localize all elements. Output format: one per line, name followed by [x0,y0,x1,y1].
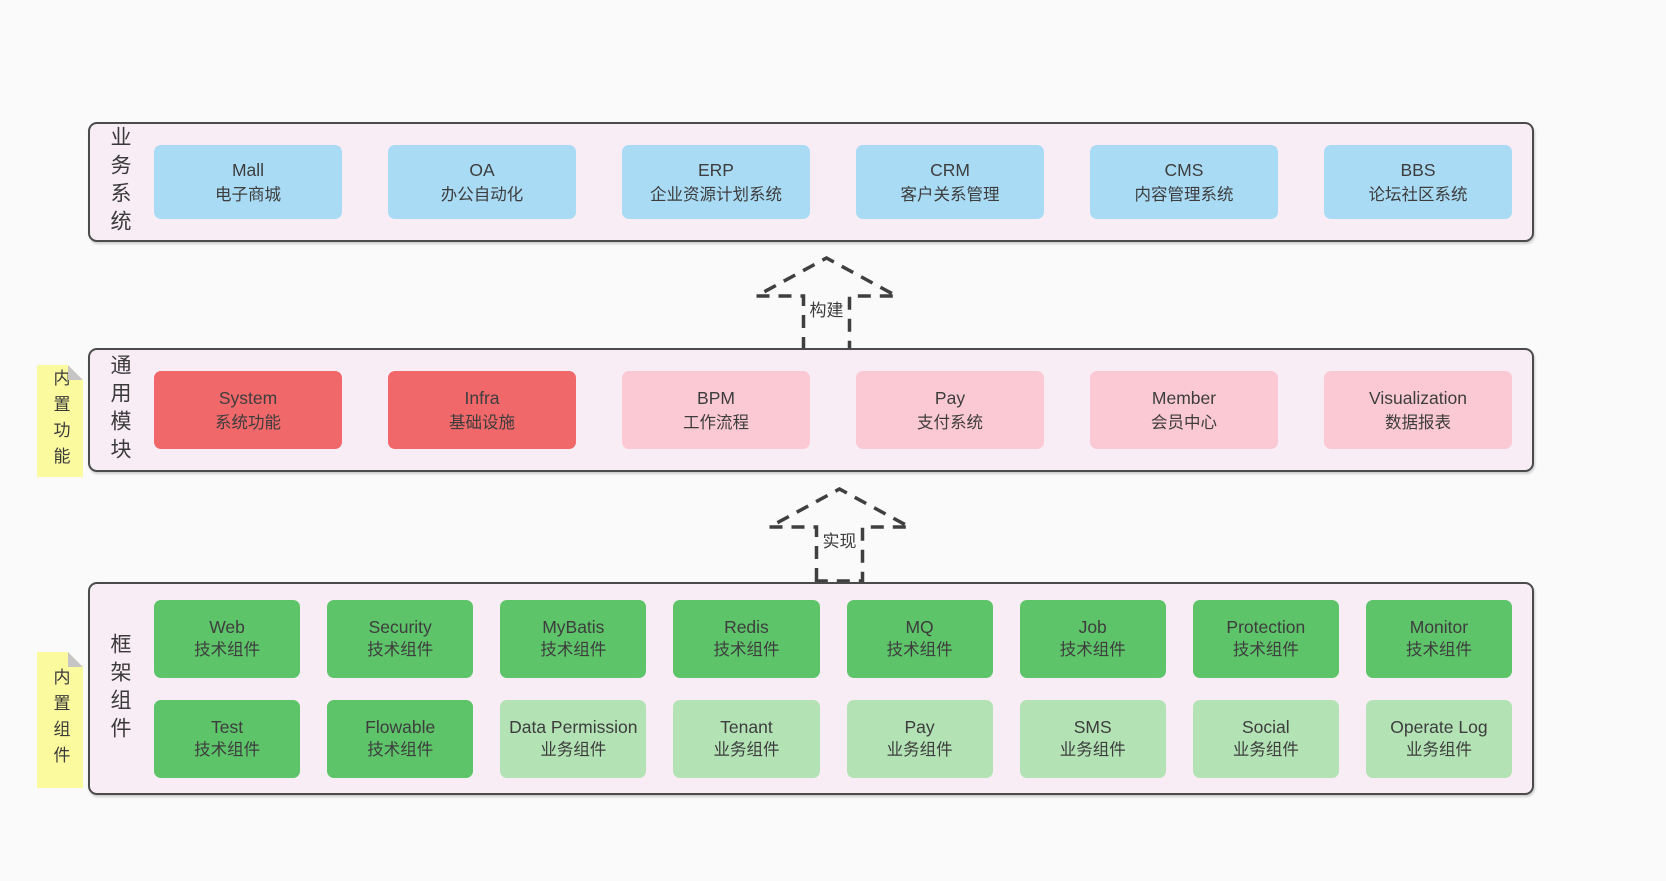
box-sms: SMS 业务组件 [1019,699,1166,778]
box-job: Job 技术组件 [1019,599,1166,678]
layer-common-modules: 通用模块 System 系统功能 Infra 基础设施 BPM 工作流程 Pay… [88,348,1534,472]
layer-business-systems: 业务系统 Mall 电子商城 OA 办公自动化 ERP 企业资源计划系统 CRM… [88,122,1534,242]
layer-label-business: 业务系统 [108,126,131,238]
box-mall: Mall 电子商城 [154,145,342,219]
layer-label-modules: 通用模块 [108,354,131,466]
arrow-build-shape [755,256,898,352]
arrow-build: 构建 [744,256,909,356]
module-boxes: System 系统功能 Infra 基础设施 BPM 工作流程 Pay 支付系统… [140,350,1532,470]
layer-framework-components: 框架组件 Web 技术组件 Security 技术组件 MyBatis 技术组件… [88,582,1534,795]
box-visualization: Visualization 数据报表 [1324,371,1512,449]
box-system: System 系统功能 [154,371,342,449]
box-operate-log: Operate Log 业务组件 [1365,699,1512,778]
box-oa: OA 办公自动化 [388,145,576,219]
box-crm: CRM 客户关系管理 [856,145,1044,219]
box-monitor: Monitor 技术组件 [1365,599,1512,678]
component-row-2: Test 技术组件 Flowable 技术组件 Data Permission … [154,699,1512,778]
box-test: Test 技术组件 [154,699,301,778]
box-member: Member 会员中心 [1090,371,1278,449]
box-cms: CMS 内容管理系统 [1090,145,1278,219]
box-tenant: Tenant 业务组件 [673,699,820,778]
box-bbs: BBS 论坛社区系统 [1324,145,1512,219]
arrow-build-label: 构建 [809,301,844,320]
business-boxes: Mall 电子商城 OA 办公自动化 ERP 企业资源计划系统 CRM 客户关系… [140,124,1532,240]
component-rows: Web 技术组件 Security 技术组件 MyBatis 技术组件 Redi… [140,584,1532,793]
box-social: Social 业务组件 [1192,699,1339,778]
sticky-fold-icon [68,365,83,380]
arrow-implement: 实现 [757,487,922,587]
arrow-implement-shape [768,487,911,583]
sticky-built-in-components: 内置组件 [37,652,83,788]
component-row-1: Web 技术组件 Security 技术组件 MyBatis 技术组件 Redi… [154,599,1512,678]
arrow-implement-label: 实现 [822,532,857,551]
box-pay-module: Pay 支付系统 [856,371,1044,449]
box-web: Web 技术组件 [154,599,301,678]
box-bpm: BPM 工作流程 [622,371,810,449]
box-pay-component: Pay 业务组件 [846,699,993,778]
box-mq: MQ 技术组件 [846,599,993,678]
box-flowable: Flowable 技术组件 [327,699,474,778]
sticky-fold-icon [68,652,83,667]
box-data-permission: Data Permission 业务组件 [500,699,647,778]
box-protection: Protection 技术组件 [1192,599,1339,678]
box-security: Security 技术组件 [327,599,474,678]
layer-label-components: 框架组件 [108,632,131,745]
box-redis: Redis 技术组件 [673,599,820,678]
box-mybatis: MyBatis 技术组件 [500,599,647,678]
box-erp: ERP 企业资源计划系统 [622,145,810,219]
box-infra: Infra 基础设施 [388,371,576,449]
sticky-built-in-features: 内置功能 [37,365,83,477]
